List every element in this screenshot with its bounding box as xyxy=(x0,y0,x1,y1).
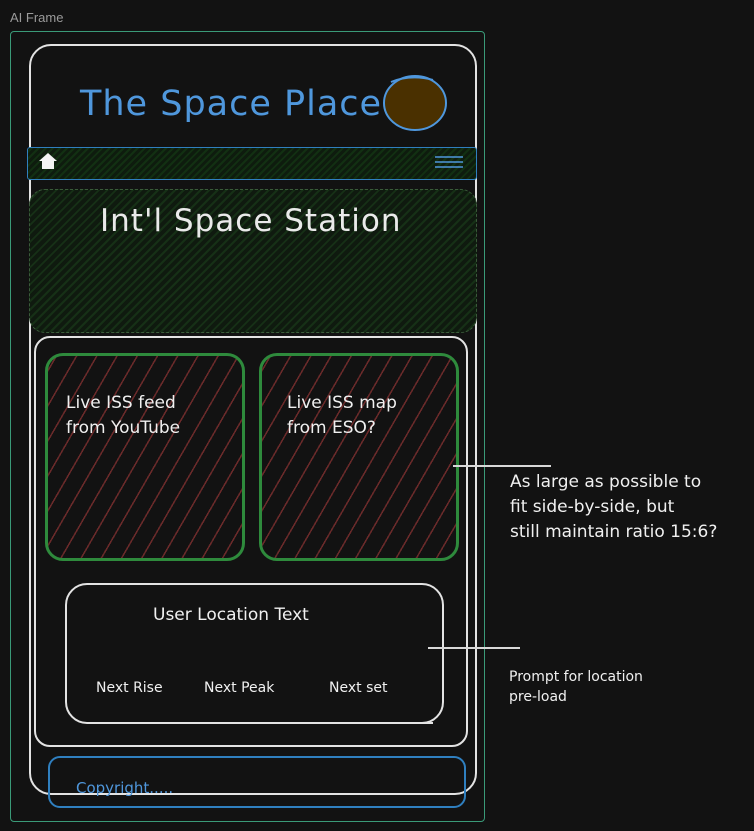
next-peak-label: Next Peak xyxy=(204,680,275,696)
youtube-feed-label: Live ISS feed from YouTube xyxy=(66,393,181,438)
home-icon[interactable] xyxy=(38,151,58,171)
youtube-feed-placeholder[interactable] xyxy=(45,353,245,561)
iss-map-placeholder[interactable] xyxy=(259,353,459,561)
hero-banner xyxy=(29,189,477,333)
copyright-text: Copyright..... xyxy=(76,779,174,797)
footer xyxy=(48,756,466,808)
next-set-value-line xyxy=(333,722,433,724)
content-container xyxy=(34,336,468,747)
hero-title: Int'l Space Station xyxy=(100,203,402,239)
planet-logo-icon xyxy=(381,72,449,132)
feed-note-connector xyxy=(453,465,551,467)
location-note-connector xyxy=(428,647,520,649)
phone-outline xyxy=(29,44,477,795)
next-set-label: Next set xyxy=(329,680,388,696)
nav-bar xyxy=(27,147,477,180)
frame-label: AI Frame xyxy=(10,10,64,25)
location-prompt-note: Prompt for location pre-load xyxy=(509,669,643,705)
next-rise-value-line xyxy=(96,722,202,724)
next-peak-value-line xyxy=(217,722,317,724)
iss-map-label: Live ISS map from ESO? xyxy=(287,393,397,438)
site-title: The Space Place xyxy=(80,84,383,124)
hamburger-menu-icon[interactable] xyxy=(434,154,464,170)
location-title: User Location Text xyxy=(153,605,309,625)
next-rise-label: Next Rise xyxy=(96,680,163,696)
feed-size-note: As large as possible to fit side-by-side… xyxy=(510,472,718,542)
ai-frame xyxy=(10,31,485,822)
